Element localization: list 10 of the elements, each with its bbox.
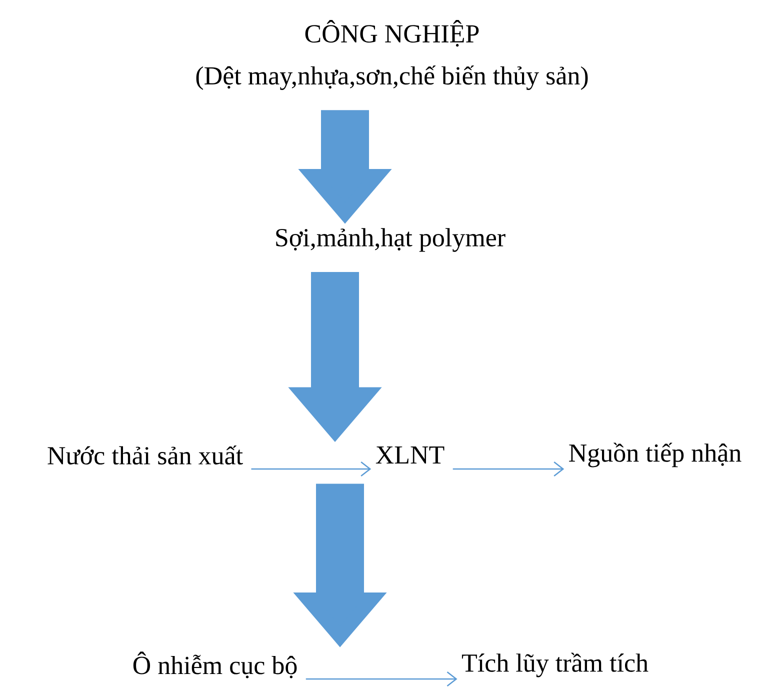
flow-text: XLNT xyxy=(376,446,444,464)
flow-text: Nước thải sản xuất xyxy=(48,445,243,465)
flow-text: CÔNG NGHIỆP (Dệt may,nhựa,sơn,chế biến thủy sản) xyxy=(196,20,588,90)
flow-text: Ô nhiễm cục bộ xyxy=(133,652,297,678)
flow-text: Tích lũy trầm tích xyxy=(462,652,648,678)
flow-text: Nguồn tiếp nhận xyxy=(569,442,742,468)
arrow xyxy=(452,461,564,477)
arrow xyxy=(251,461,372,477)
arrow xyxy=(306,671,458,687)
flow-text: Sợi,mảnh,hạt polymer xyxy=(276,228,506,252)
